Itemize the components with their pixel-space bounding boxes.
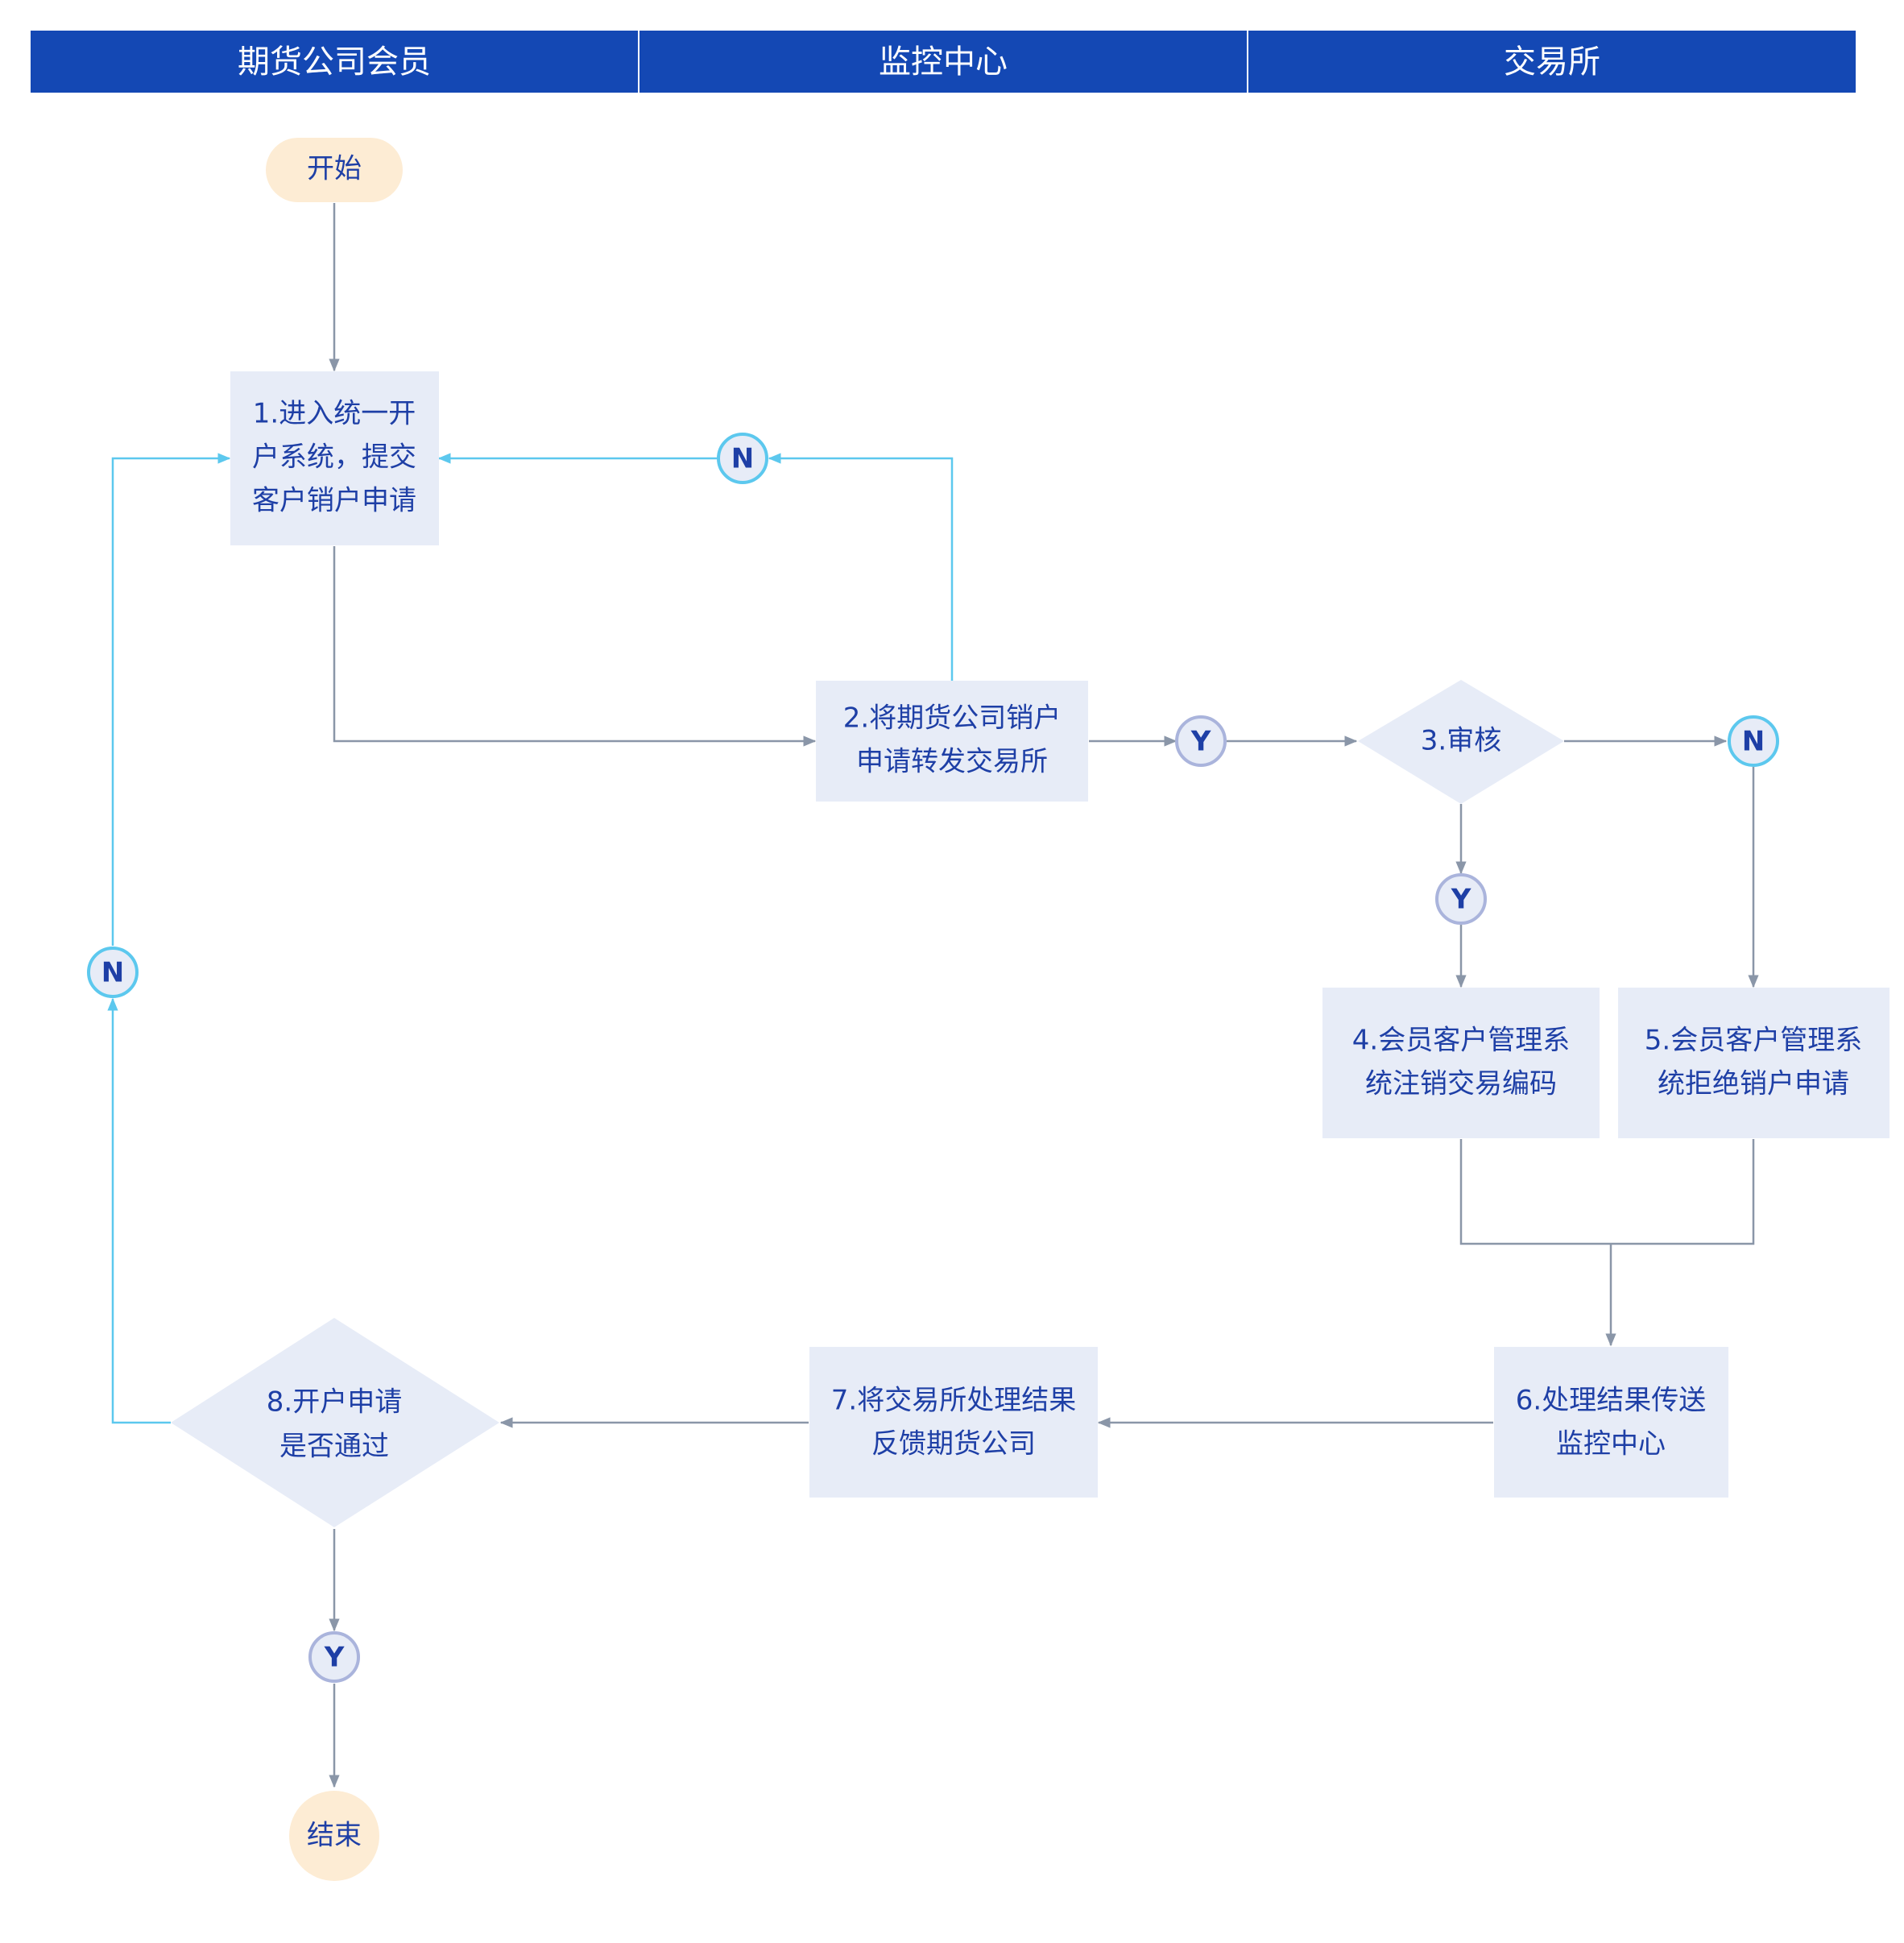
- step2-node: 2.将期货公司销户 申请转发交易所: [816, 681, 1088, 802]
- lane-header-monitor: [639, 31, 1247, 93]
- badge-yes-step8: Y: [308, 1631, 360, 1683]
- step7-node: 7.将交易所处理结果 反馈期货公司: [809, 1347, 1098, 1498]
- step7-line1: 7.将交易所处理结果: [831, 1385, 1076, 1417]
- lane-title-exchange: 交易所: [1504, 44, 1600, 81]
- start-node: 开始: [266, 138, 403, 202]
- badge-yes-step2: Y: [1175, 715, 1227, 767]
- badge-no-step3-label: N: [1742, 726, 1765, 758]
- badge-no-step2: N: [717, 433, 768, 484]
- swimlane-header: 期货公司会员 监控中心 交易所: [31, 31, 1856, 93]
- step7-line2: 反馈期货公司: [871, 1428, 1036, 1460]
- connectors: [107, 203, 1759, 1788]
- step4-line1: 4.会员客户管理系: [1352, 1025, 1570, 1057]
- step8-line1: 8.开户申请: [267, 1386, 402, 1419]
- step3-label: 3.审核: [1421, 725, 1501, 757]
- step8-line2: 是否通过: [279, 1431, 389, 1463]
- step1-line1: 1.进入统一开: [253, 398, 416, 430]
- step1-line2: 户系统，提交: [252, 441, 416, 474]
- end-node: 结束: [289, 1791, 379, 1881]
- lane-header-exchange: [1248, 31, 1856, 93]
- step4-line2: 统注销交易编码: [1365, 1068, 1557, 1100]
- step4-node: 4.会员客户管理系 统注销交易编码: [1322, 988, 1600, 1138]
- badge-no-step8-label: N: [101, 957, 124, 989]
- step1-line3: 客户销户申请: [252, 485, 416, 517]
- step2-line1: 2.将期货公司销户: [843, 702, 1061, 735]
- end-label: 结束: [307, 1820, 362, 1852]
- step2-line2: 申请转发交易所: [856, 746, 1048, 778]
- step5-line1: 5.会员客户管理系: [1645, 1025, 1862, 1057]
- edge-step1-step2: [333, 546, 817, 747]
- step6-line1: 6.处理结果传送: [1516, 1385, 1706, 1417]
- badge-no-step2-label: N: [731, 443, 754, 475]
- step1-node: 1.进入统一开 户系统，提交 客户销户申请: [230, 371, 439, 545]
- edge-step2-no: [768, 453, 954, 681]
- badge-no-step3: N: [1728, 715, 1779, 767]
- step5-line2: 统拒绝销户申请: [1658, 1068, 1849, 1100]
- badge-yes-step3-label: Y: [1451, 884, 1471, 916]
- step5-node: 5.会员客户管理系 统拒绝销户申请: [1618, 988, 1890, 1138]
- lane-title-monitor: 监控中心: [879, 44, 1008, 81]
- step3-decision: 3.审核: [1358, 680, 1564, 804]
- badge-yes-step3: Y: [1435, 873, 1487, 925]
- start-label: 开始: [307, 153, 362, 185]
- edge-no-step1-left: [111, 453, 231, 946]
- step8-decision: 8.开户申请 是否通过: [171, 1318, 499, 1527]
- badge-yes-step2-label: Y: [1190, 726, 1211, 758]
- badge-no-step8: N: [87, 947, 139, 998]
- edge-step8-no: [107, 997, 171, 1424]
- step6-line2: 监控中心: [1556, 1428, 1666, 1460]
- edge-step4-merge: [1459, 1139, 1755, 1245]
- lane-title-member: 期货公司会员: [238, 44, 431, 81]
- badge-yes-step8-label: Y: [324, 1642, 345, 1674]
- step6-node: 6.处理结果传送 监控中心: [1494, 1347, 1728, 1498]
- lane-header-member: [31, 31, 638, 93]
